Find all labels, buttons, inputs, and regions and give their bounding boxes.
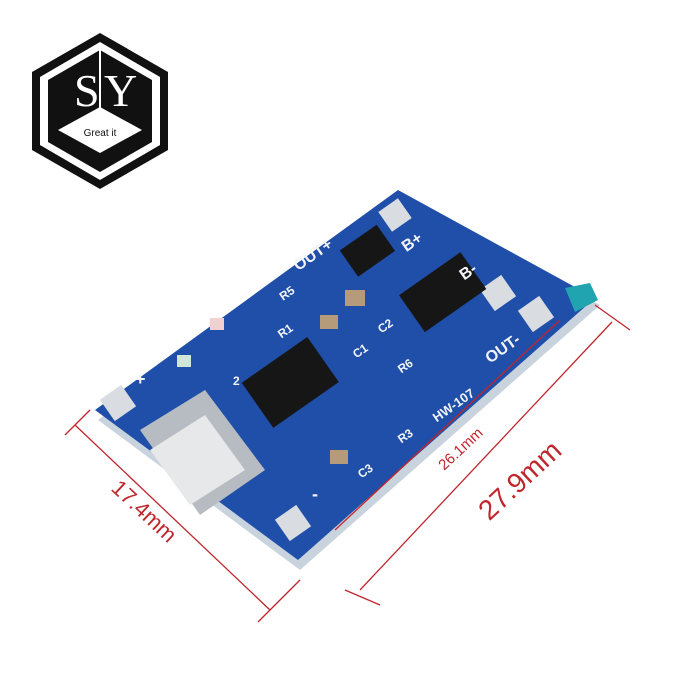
protection-ic (339, 224, 396, 277)
label-input-minus: - (312, 484, 318, 504)
label-b-minus: B- (457, 260, 481, 284)
solder-pads (99, 198, 555, 542)
led (210, 318, 224, 330)
logo-tagline: Great it (84, 128, 117, 139)
dimension-length: 27.9mm (472, 434, 567, 526)
charger-ic (241, 336, 339, 428)
charger-board: OUT+ B+ B- OUT- HW-107 R5 R1 C2 C1 R6 R3… (95, 190, 600, 570)
mosfet-ic (399, 252, 487, 333)
label-input-plus: + (135, 369, 146, 389)
capacitor (345, 290, 365, 306)
dimension-lines (64, 304, 631, 623)
label-r2: 2 (233, 374, 240, 388)
logo-letter-s: S (74, 65, 100, 116)
dimension-width: 17.4mm (107, 475, 182, 547)
logo-letter-y: Y (104, 65, 137, 116)
brand-logo: S Y Great it (32, 33, 168, 189)
